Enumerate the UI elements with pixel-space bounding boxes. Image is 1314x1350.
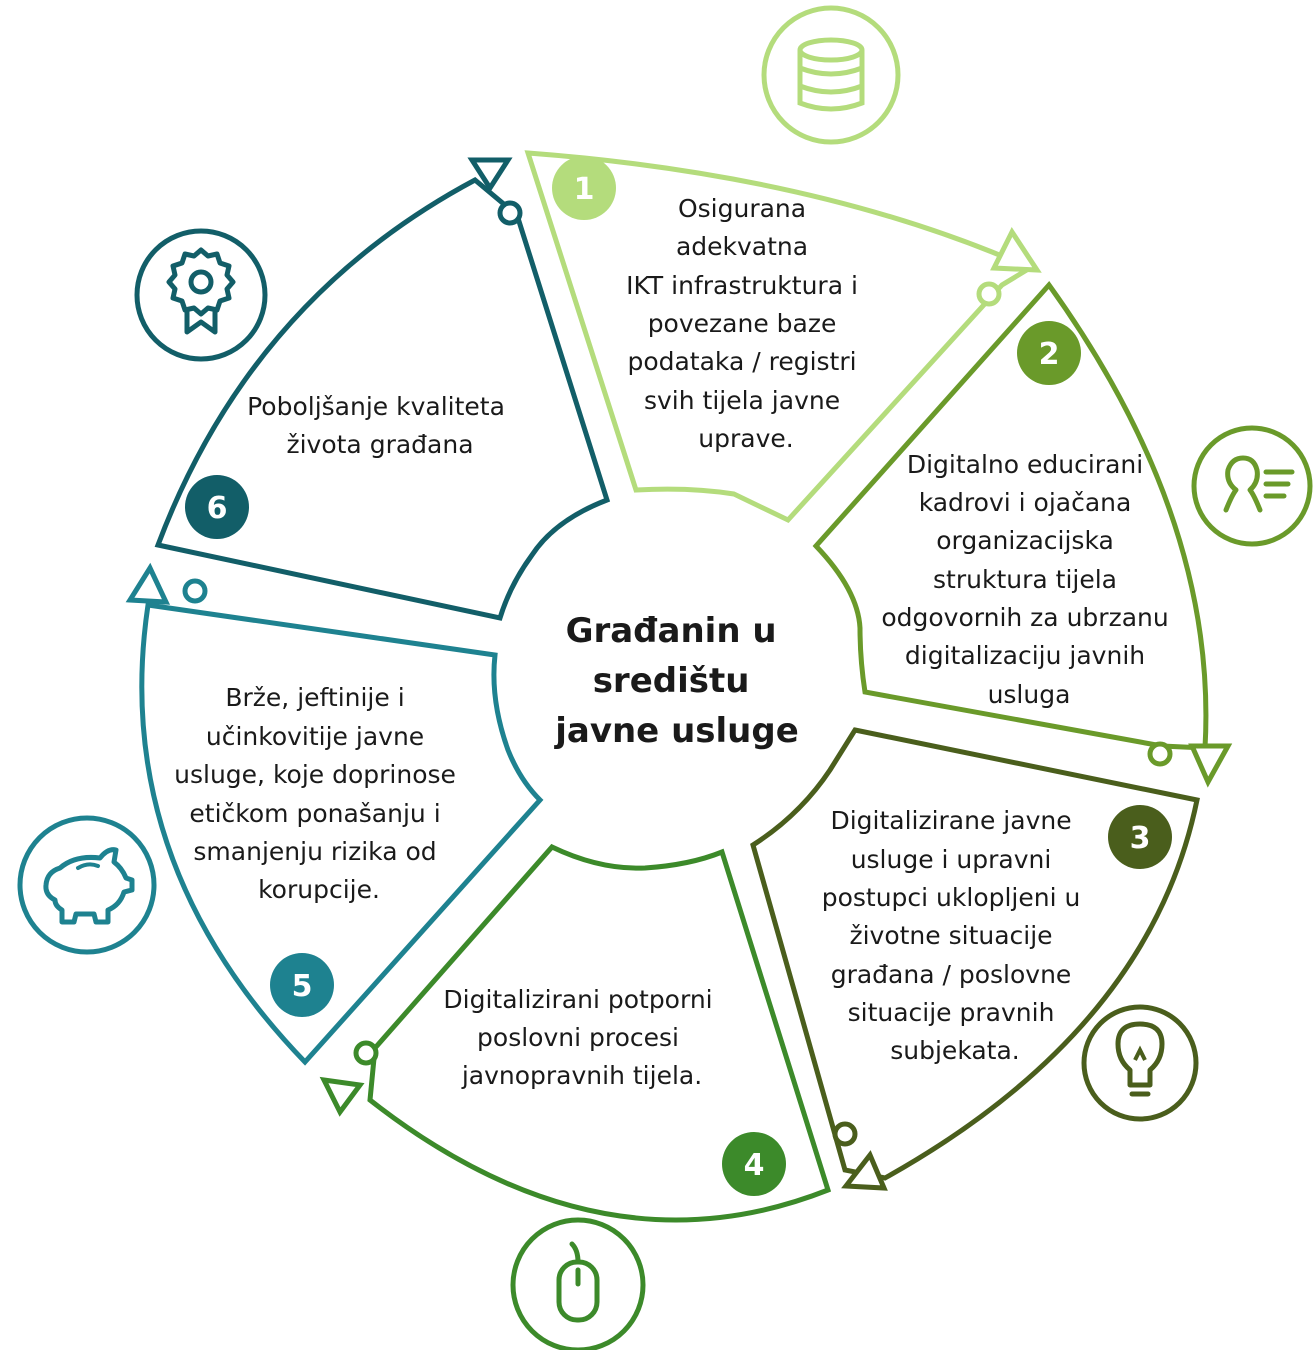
segment-1-arrowhead bbox=[990, 227, 1042, 273]
segment-6: 6 Poboljšanje kvaliteta života građana bbox=[134, 157, 611, 621]
segment-1-outline bbox=[524, 150, 1036, 524]
segment-1-connector-dot bbox=[976, 281, 1002, 307]
award-badge-icon bbox=[134, 228, 268, 362]
segment-1: 1 Osigurana adekvatna IKT infrastruktura… bbox=[524, 5, 1042, 524]
segment-3-outline bbox=[750, 727, 1200, 1181]
lightbulb-icon bbox=[1081, 1004, 1199, 1122]
segment-4-outline bbox=[367, 843, 832, 1223]
segment-2-arrowhead bbox=[1188, 743, 1233, 788]
segment-3-text: Digitalizirane javne usluge i upravni po… bbox=[822, 806, 1089, 1065]
segment-3-connector-dot bbox=[832, 1121, 858, 1147]
segment-1-badge bbox=[552, 156, 616, 220]
segment-4-number: 4 bbox=[744, 1148, 765, 1183]
center-title: Građanin u središtu javne usluge bbox=[553, 611, 799, 751]
mouse-icon bbox=[510, 1217, 646, 1350]
segment-5-outline bbox=[139, 602, 544, 1066]
segment-5-connector-dot bbox=[182, 578, 208, 604]
segment-5-badge bbox=[270, 953, 334, 1017]
segment-5-number: 5 bbox=[292, 969, 313, 1004]
segment-2: 2 Digitalno educirani kadrovi i ojačana … bbox=[812, 281, 1313, 788]
segment-3-number: 3 bbox=[1130, 821, 1151, 856]
segment-6-number: 6 bbox=[207, 491, 228, 526]
segment-2-text: Digitalno educirani kadrovi i ojačana or… bbox=[881, 450, 1176, 709]
segment-4-connector-dot bbox=[353, 1040, 379, 1066]
segment-6-outline bbox=[154, 177, 611, 621]
segment-6-badge bbox=[185, 475, 249, 539]
person-list-icon bbox=[1191, 425, 1313, 547]
segment-4-badge bbox=[722, 1132, 786, 1196]
segment-6-text: Poboljšanje kvaliteta života građana bbox=[247, 392, 513, 459]
database-icon bbox=[761, 5, 901, 145]
segment-1-number: 1 bbox=[574, 172, 595, 207]
segment-5-arrowhead bbox=[125, 562, 171, 605]
segment-4: 4 Digitalizirani potporni poslovni proce… bbox=[319, 843, 832, 1350]
piggy-bank-icon bbox=[17, 815, 157, 955]
segment-4-arrowhead bbox=[319, 1076, 365, 1117]
segment-2-number: 2 bbox=[1039, 337, 1060, 372]
segment-2-badge bbox=[1017, 321, 1081, 385]
segment-1-text: Osigurana adekvatna IKT infrastruktura i… bbox=[626, 194, 866, 453]
segment-5-text: Brže, jeftinije i učinkovitije javne usl… bbox=[174, 683, 464, 904]
segment-3-arrowhead bbox=[841, 1150, 888, 1191]
segment-5: 5 Brže, jeftinije i učinkovitije javne u… bbox=[17, 562, 544, 1066]
segment-4-text: Digitalizirani potporni poslovni procesi… bbox=[443, 985, 720, 1090]
segment-2-outline bbox=[812, 281, 1209, 751]
segment-3: 3 Digitalizirane javne usluge i upravni … bbox=[750, 727, 1200, 1191]
segment-6-arrowhead bbox=[467, 157, 513, 193]
segment-2-connector-dot bbox=[1147, 741, 1173, 767]
segment-6-connector-dot bbox=[497, 200, 523, 226]
segment-3-badge bbox=[1108, 805, 1172, 869]
